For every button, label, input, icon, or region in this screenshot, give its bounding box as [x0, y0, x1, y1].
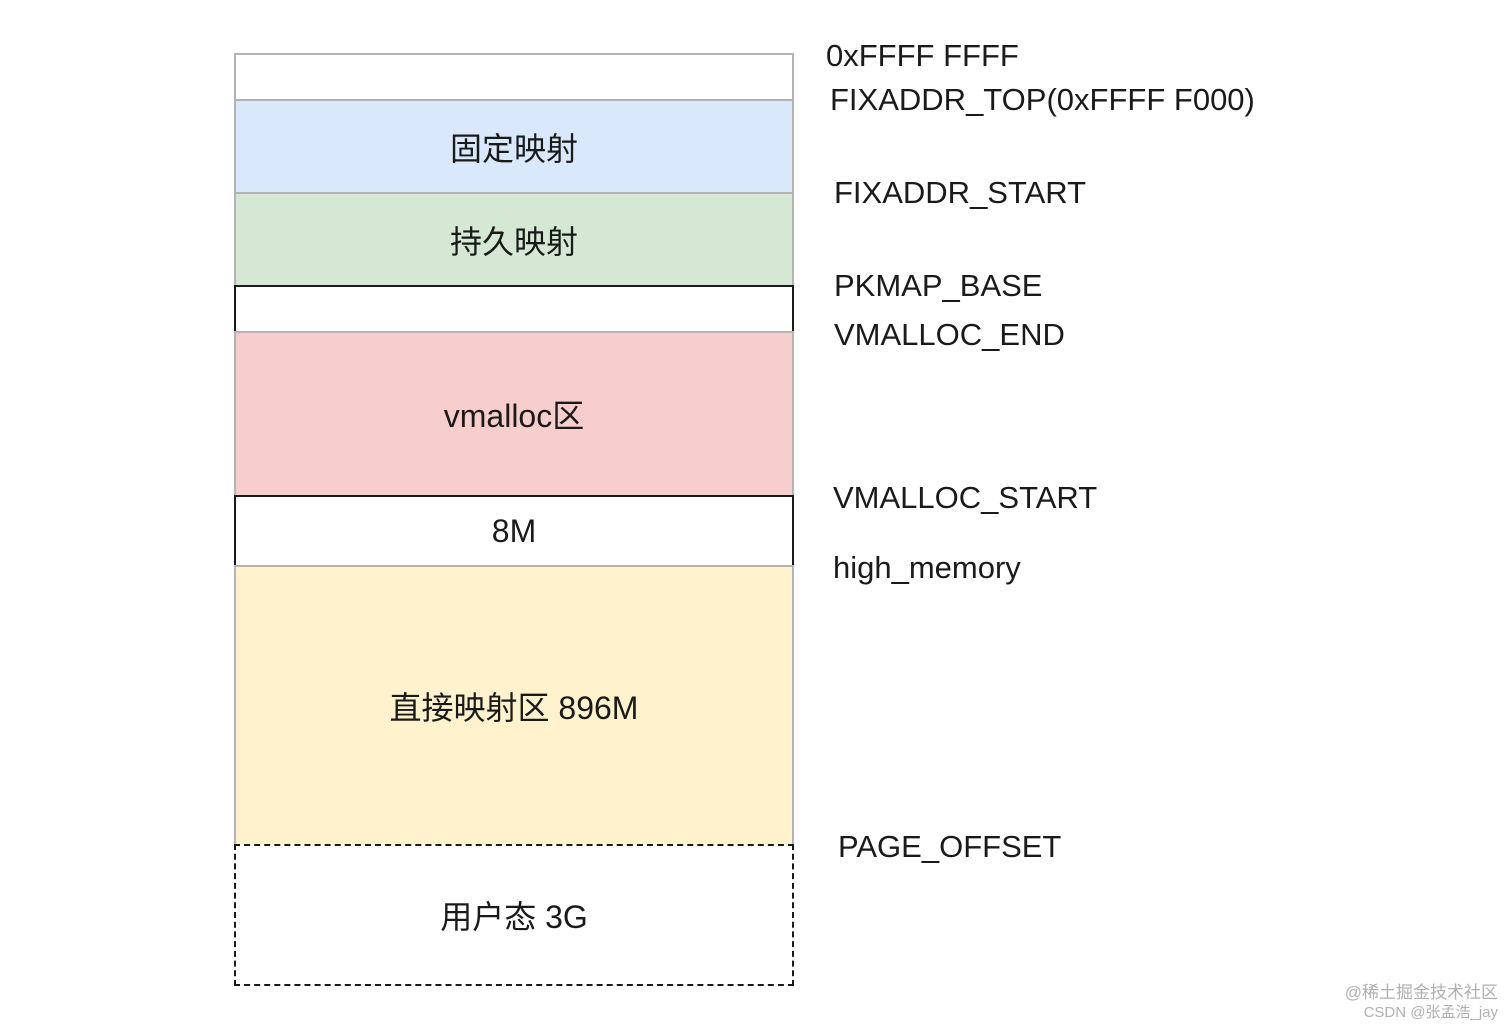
block-direct-map-label: 直接映射区 896M: [389, 689, 639, 726]
block-fixed-map-label: 固定映射: [449, 130, 578, 167]
watermark-line1: @稀土掘金技术社区: [1344, 983, 1498, 1002]
watermark-line2: CSDN @张孟浩_jay: [1363, 1004, 1498, 1021]
block-fixed-map: 固定映射: [234, 99, 794, 194]
addr-page-offset: PAGE_OFFSET: [838, 829, 1062, 864]
block-persistent-map-label: 持久映射: [449, 223, 578, 260]
block-guard-8m: 8M: [234, 495, 794, 567]
block-vmalloc: vmalloc区: [234, 331, 794, 497]
addr-pkmap-base: PKMAP_BASE: [834, 268, 1043, 303]
block-persistent-map: 持久映射: [234, 192, 794, 287]
block-top: [234, 53, 794, 101]
addr-fixaddr-start: FIXADDR_START: [834, 175, 1087, 210]
block-user-space-label: 用户态 3G: [440, 899, 588, 935]
block-vmalloc-label: vmalloc区: [443, 398, 585, 434]
addr-vmalloc-start: VMALLOC_START: [833, 480, 1098, 515]
addr-vmalloc-end: VMALLOC_END: [834, 317, 1065, 352]
block-guard-label: 8M: [491, 512, 537, 549]
block-direct-map: 直接映射区 896M: [234, 565, 794, 846]
block-user-space: 用户态 3G: [234, 844, 794, 986]
addr-fixaddr-top: FIXADDR_TOP(0xFFFF F000): [830, 82, 1255, 117]
addr-high-memory: high_memory: [833, 550, 1021, 585]
addr-top: 0xFFFF FFFF: [826, 38, 1019, 73]
block-gap: [234, 285, 794, 333]
